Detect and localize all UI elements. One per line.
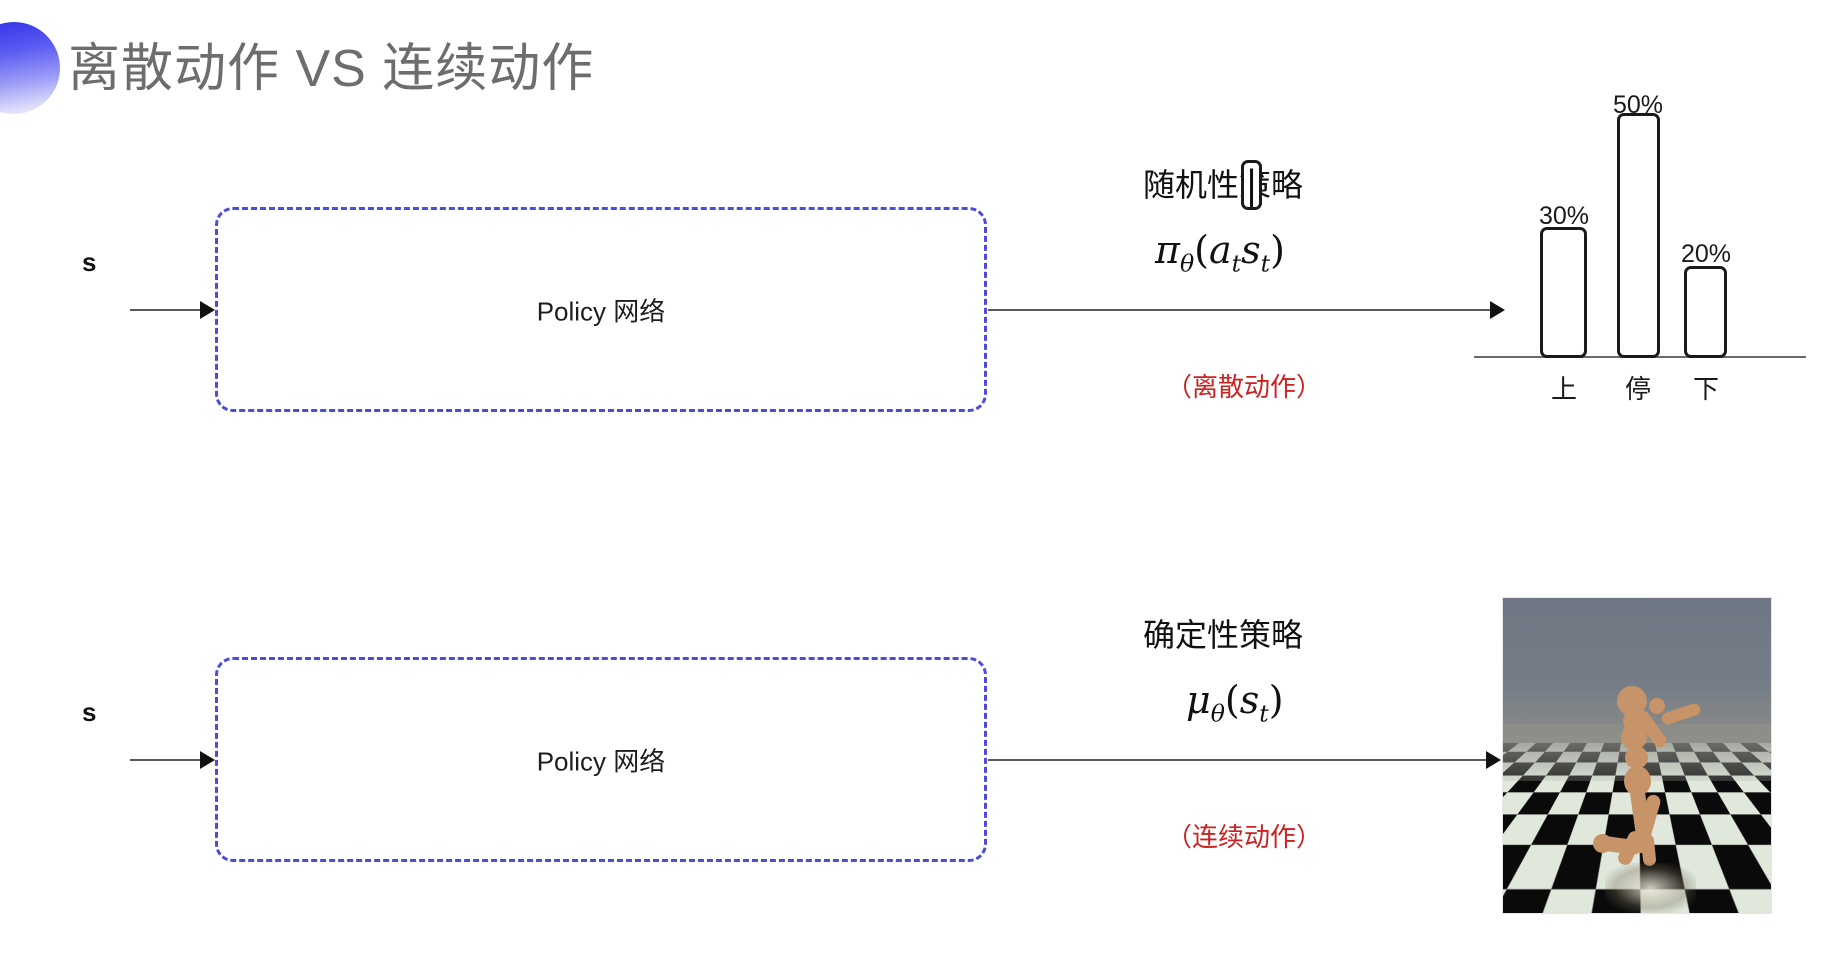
input-arrow-line-discrete: [130, 309, 202, 311]
bar-category-上: 上: [1550, 374, 1577, 404]
policy-network-label-discrete: Policy 网络: [536, 296, 666, 326]
formula-close-paren: ): [1268, 678, 1284, 722]
policy-kind-stochastic: 随机性策略: [1143, 167, 1304, 203]
bar-category-下: 下: [1692, 374, 1719, 404]
formula-arg1-sub: t: [1259, 699, 1269, 728]
bar-停: [1617, 113, 1660, 358]
input-arrow-line-continuous: [130, 759, 202, 761]
bar-value-停: 50%: [1612, 91, 1664, 119]
formula-arg1: s: [1239, 678, 1260, 722]
action-note-continuous: （连续动作）: [1166, 822, 1323, 852]
input-arrow-head-discrete: [200, 301, 215, 319]
output-arrow-head-discrete: [1490, 301, 1505, 319]
formula-head-sub: θ: [1210, 699, 1225, 728]
humanoid-knee: [1593, 834, 1612, 853]
bar-上: [1540, 227, 1587, 358]
sim-floor-reflection: [1604, 862, 1696, 913]
bar-下: [1684, 266, 1727, 358]
output-arrow-line-discrete: [988, 309, 1492, 311]
formula-close-paren: ): [1270, 228, 1285, 272]
bar-value-下: 20%: [1680, 240, 1732, 268]
action-note-discrete: （离散动作）: [1166, 372, 1323, 402]
policy-network-box-continuous[interactable]: Policy 网络: [215, 657, 987, 862]
formula-head: π: [1155, 228, 1180, 272]
formula-deterministic-policy: μθ(st): [1186, 678, 1284, 728]
formula-arg1-sub: t: [1231, 249, 1242, 278]
formula-arg2-sub: t: [1260, 249, 1271, 278]
page-title: 离散动作 VS 连续动作: [68, 40, 595, 98]
formula-head: μ: [1186, 678, 1211, 722]
output-arrow-head-continuous: [1486, 751, 1501, 769]
input-arrow-head-continuous: [200, 751, 215, 769]
formula-arg2: s: [1241, 228, 1261, 272]
policy-network-label-continuous: Policy 网络: [536, 746, 666, 776]
formula-open-paren: (: [1224, 678, 1240, 722]
formula-open-paren: (: [1194, 228, 1209, 272]
state-label-discrete: s: [82, 247, 97, 277]
half-circle-gradient-icon: [0, 22, 60, 114]
bar-value-上: 30%: [1538, 202, 1590, 230]
formula-head-sub: θ: [1179, 249, 1195, 278]
output-arrow-line-continuous: [988, 759, 1488, 761]
policy-network-box-discrete[interactable]: Policy 网络: [215, 207, 987, 412]
formula-stochastic-policy: πθ(at | st): [1155, 159, 1285, 278]
humanoid-simulation-image: [1502, 597, 1772, 914]
bar-category-停: 停: [1624, 374, 1651, 404]
state-label-continuous: s: [82, 697, 97, 727]
policy-kind-deterministic: 确定性策略: [1143, 617, 1304, 653]
humanoid-hand: [1649, 698, 1665, 714]
discrete-action-bar-chart: 30% 上 50% 停 20% 下: [1470, 91, 1810, 426]
formula-arg1: a: [1209, 228, 1232, 272]
humanoid-abdomen: [1625, 746, 1648, 769]
formula-conditional-bar: |: [1241, 159, 1262, 210]
